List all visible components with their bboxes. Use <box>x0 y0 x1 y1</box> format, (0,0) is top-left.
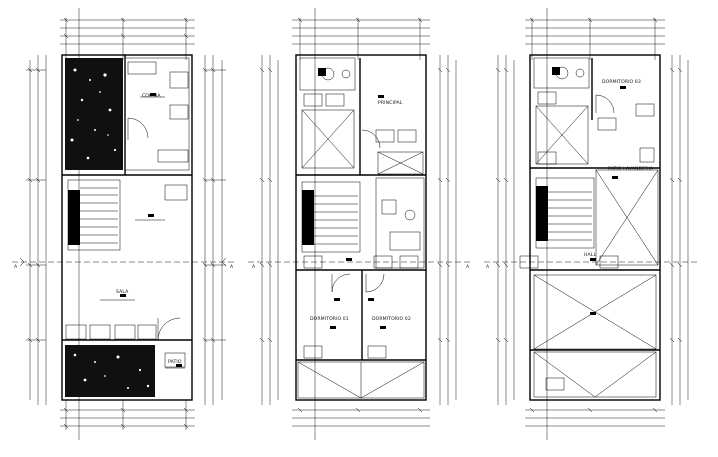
plan-2-tags <box>330 95 386 329</box>
plan-1: COCINA SALA PATIO A A <box>12 8 235 440</box>
plan-1-section-mark-right: A <box>230 264 234 270</box>
plan-2-outline <box>295 54 427 401</box>
plan-2-ticks <box>259 17 451 413</box>
plan-2: PRINCIPAL DORMITORIO 01 DORMITORIO 02 A … <box>248 8 472 440</box>
plan-3-furniture <box>519 91 655 391</box>
plan-2-room-label-2: DORMITORIO 01 <box>310 316 349 322</box>
plan-1-fridge <box>169 104 189 120</box>
plan-1-hatch-speckle-bottom <box>73 353 150 389</box>
plan-1-counter <box>157 149 189 163</box>
plan-3-dimension-lines <box>497 8 689 440</box>
plan-2-terrace <box>297 361 425 399</box>
plan-1-leaders <box>100 96 185 369</box>
plan-1-room-label-3: PATIO <box>168 359 182 365</box>
plan-1-door-arc <box>127 117 149 139</box>
plan-3-ticks <box>495 17 683 413</box>
plan-2-section-mark-right: A <box>466 264 470 270</box>
plan-1-section-mark-left: A <box>14 264 18 270</box>
plan-3-room-label-2: PATIO LAVANDERIA <box>608 166 654 172</box>
plan-3-patio-void <box>595 147 659 266</box>
plan-1-patio-hatch-top <box>65 58 123 170</box>
plan-3: DORMITORIO 03 PATIO LAVANDERIA HALL A <box>484 8 700 440</box>
plan-1-patio-hatch-bottom <box>65 345 155 397</box>
plan-1-outline <box>61 54 193 401</box>
plan-3-stair-rail <box>536 186 548 241</box>
plan-3-room-label-3: HALL <box>584 252 596 258</box>
plan-3-terrace <box>533 274 657 398</box>
plan-1-room-label-1: COCINA <box>142 93 161 99</box>
plan-1-kitchen <box>124 57 190 171</box>
plan-2-void-1 <box>301 109 355 169</box>
plan-1-room-label-2: SALA <box>116 289 129 295</box>
plan-3-section-mark-left: A <box>486 264 490 270</box>
plan-2-room-label-1: PRINCIPAL <box>378 100 403 106</box>
plan-1-hatch-speckle-top <box>70 68 117 160</box>
plan-1-furniture <box>65 184 188 368</box>
plan-1-tags <box>120 93 182 367</box>
plan-3-outline <box>529 54 661 401</box>
plan-1-ticks <box>27 17 216 429</box>
plan-3-tags <box>590 86 626 315</box>
plan-2-bath <box>375 151 425 269</box>
plan-3-room-label-1: DORMITORIO 03 <box>602 79 641 85</box>
plan-2-stair-rail <box>302 190 314 245</box>
plan-2-section-mark-left: A <box>252 264 256 270</box>
plan-2-dimension-lines <box>261 8 457 440</box>
plan-1-sink <box>127 61 157 75</box>
plan-1-stair-rail <box>68 190 80 245</box>
plan-1-stove <box>169 71 189 89</box>
plan-3-void-1 <box>535 105 589 165</box>
plan-2-room-label-3: DORMITORIO 02 <box>372 316 411 322</box>
